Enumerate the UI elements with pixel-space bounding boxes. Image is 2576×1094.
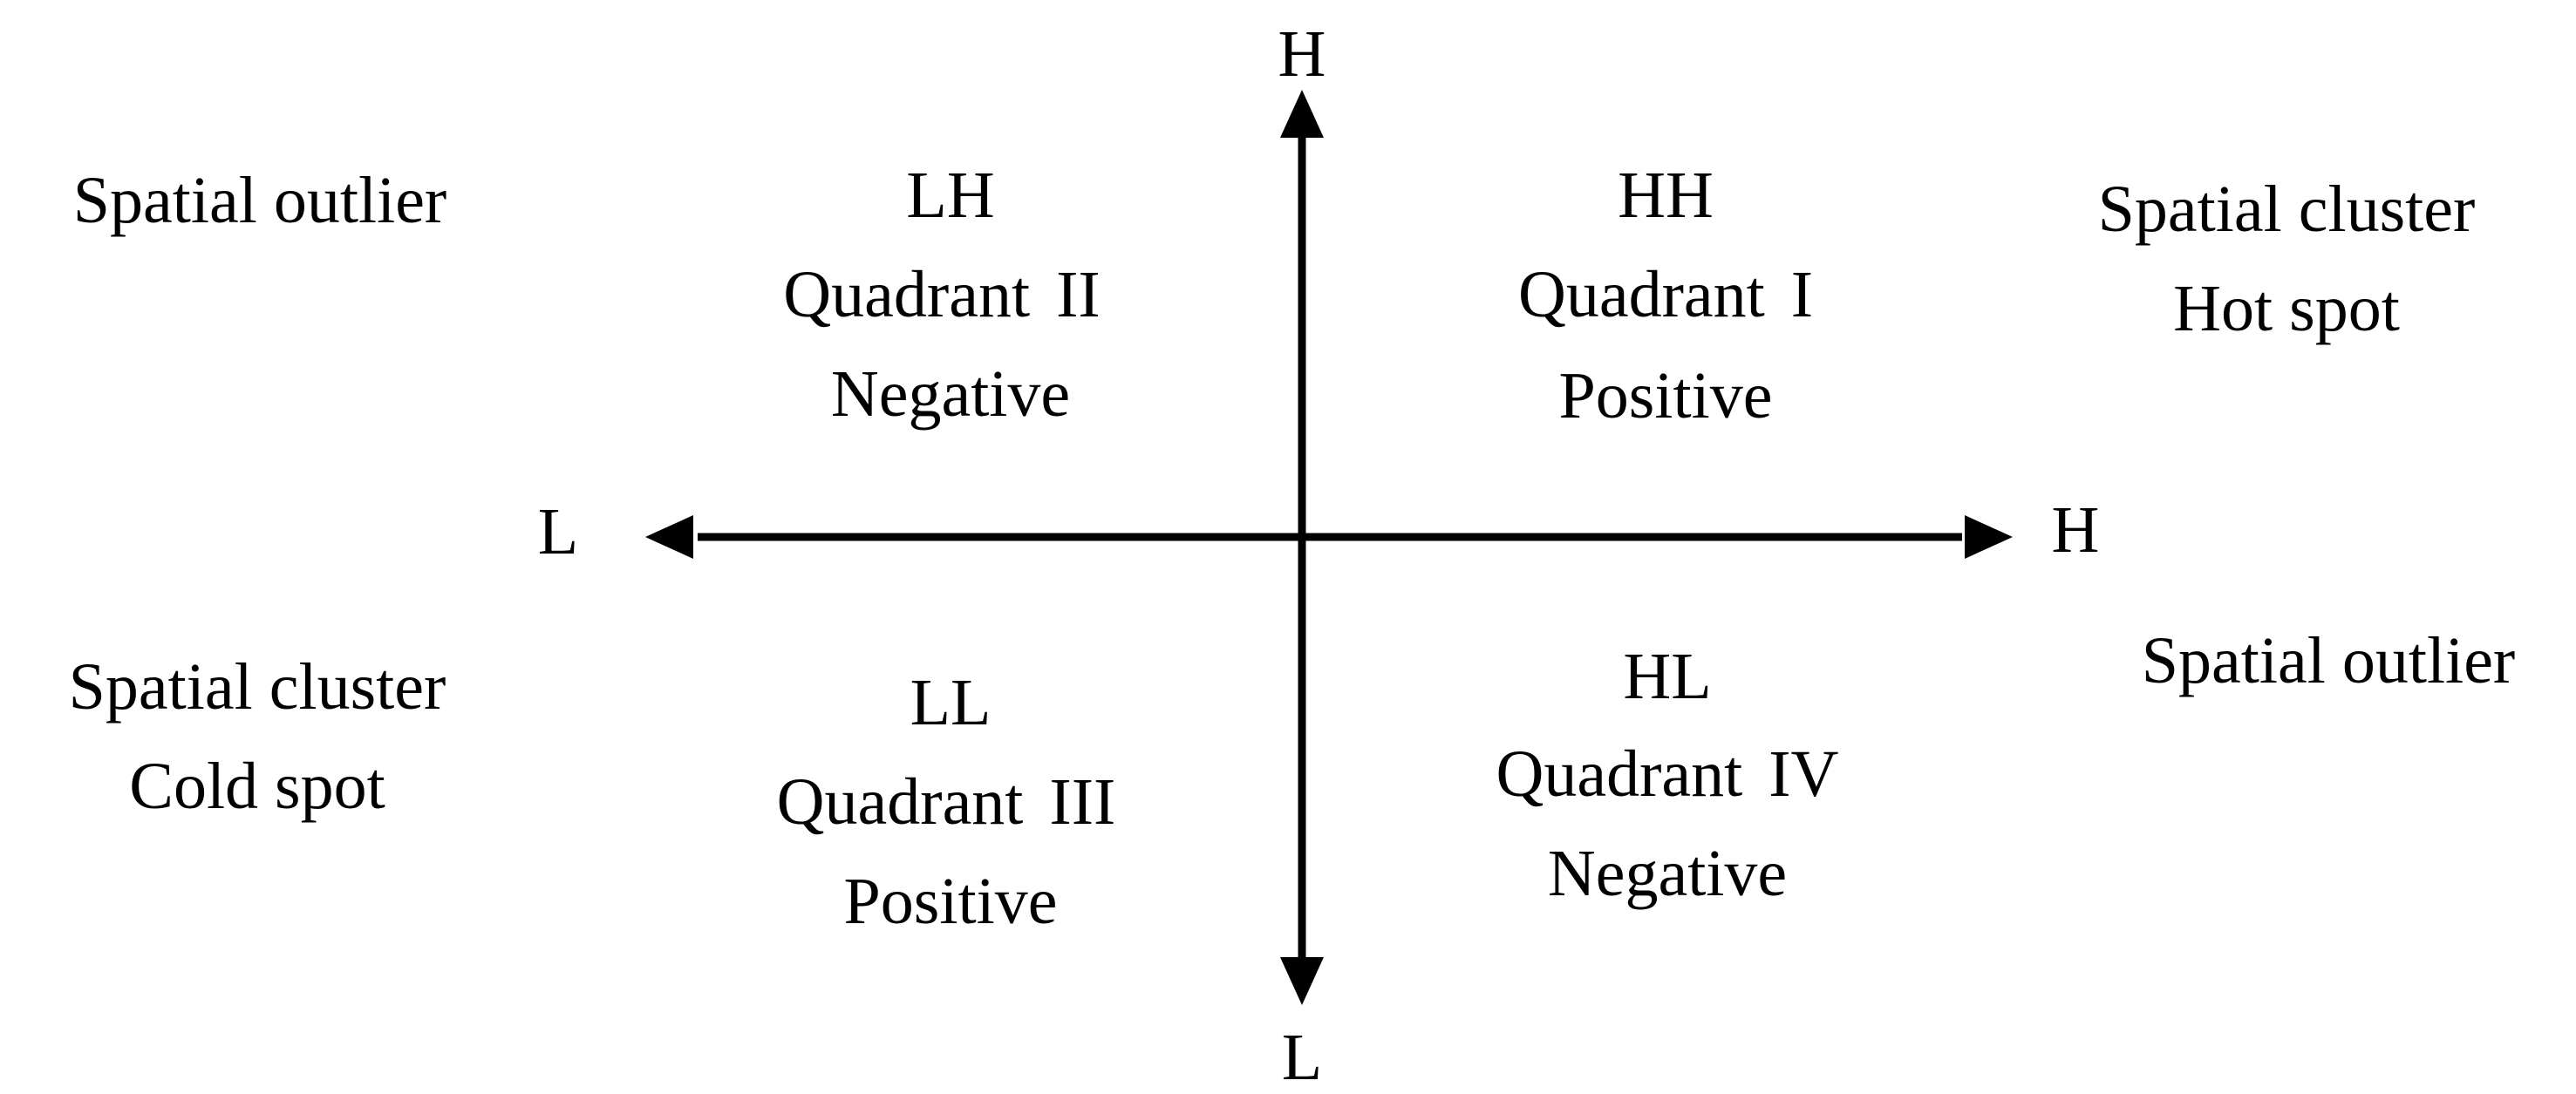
quadrant-3-numeral: III <box>1049 765 1116 839</box>
quadrant-2-numeral: II <box>1056 258 1101 331</box>
quadrant-3-code: LL <box>910 666 992 739</box>
quadrant-2-code: LH <box>906 159 995 232</box>
quadrant-1-correlation: Positive <box>1558 359 1773 432</box>
y-axis-top-arrowhead <box>1280 90 1324 138</box>
x-axis-left-label: L <box>537 495 579 568</box>
y-axis-top-label: H <box>1278 17 1326 91</box>
quadrant-2-correlation: Negative <box>830 357 1071 431</box>
top-right-side-label-1: Spatial cluster <box>2097 173 2476 246</box>
quadrant-3-label: Quadrant <box>776 765 1024 839</box>
x-axis-left-arrowhead <box>645 515 693 559</box>
bottom-right-side-label: Spatial outlier <box>2141 624 2516 697</box>
quadrant-4-code: HL <box>1623 640 1712 713</box>
bottom-left-side-label-2: Cold spot <box>129 750 385 823</box>
quadrant-1-label: Quadrant <box>1517 258 1765 331</box>
y-axis-bottom-label: L <box>1281 1021 1323 1094</box>
quadrant-1-code: HH <box>1618 159 1714 232</box>
quadrant-3-correlation: Positive <box>843 865 1058 938</box>
y-axis-bottom-arrowhead <box>1280 957 1324 1005</box>
quadrant-4-numeral: IV <box>1768 737 1839 811</box>
quadrant-4-correlation: Negative <box>1547 837 1788 910</box>
top-left-side-label: Spatial outlier <box>72 164 447 237</box>
x-axis-right-label: H <box>2051 493 2100 567</box>
x-axis-right-arrowhead <box>1965 515 2013 559</box>
bottom-left-side-label-1: Spatial cluster <box>68 650 446 724</box>
quadrant-1-numeral: I <box>1790 258 1814 331</box>
quadrant-4-label: Quadrant <box>1496 737 1743 811</box>
top-right-side-label-2: Hot spot <box>2173 272 2400 345</box>
quadrant-2-label: Quadrant <box>783 258 1031 331</box>
